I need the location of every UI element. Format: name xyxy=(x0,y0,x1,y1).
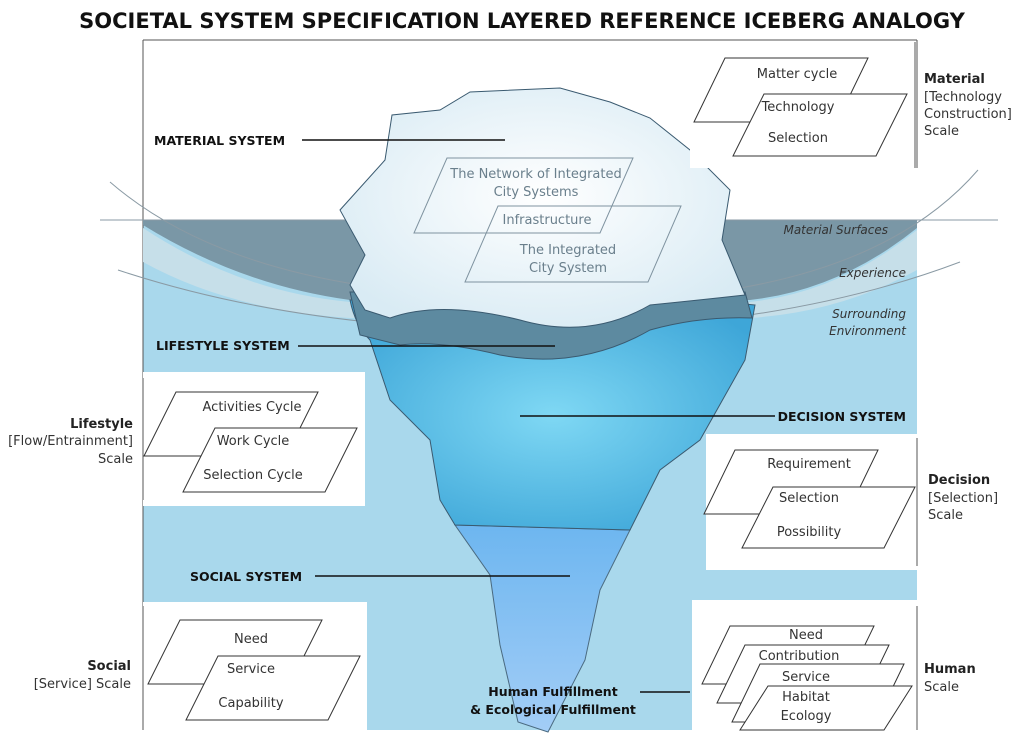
social-scale-panel: Need Service Capability xyxy=(142,602,367,730)
layer-material-surfaces: Material Surfaces xyxy=(783,223,888,237)
decision-system-label: DECISION SYSTEM xyxy=(778,409,906,424)
layer-experience: Experience xyxy=(839,266,906,280)
social-system-label: SOCIAL SYSTEM xyxy=(190,569,302,584)
social-plane-3: Capability xyxy=(218,696,283,711)
decision-scale-title: Decision xyxy=(928,473,990,488)
plane-network-label-2: City Systems xyxy=(494,185,579,200)
social-scale-line-1: [Service] Scale xyxy=(34,677,131,692)
human-plane-1: Need xyxy=(789,628,823,643)
material-plane-2: Technology xyxy=(761,100,835,115)
material-plane-1: Matter cycle xyxy=(757,67,837,82)
human-plane-5: Ecology xyxy=(781,709,832,724)
lifestyle-scale-line-2: Scale xyxy=(98,452,133,467)
plane-integrated-label-1: The Integrated xyxy=(519,243,616,258)
lifestyle-plane-2: Work Cycle xyxy=(217,434,290,449)
fulfillment-label-1: Human Fulfillment xyxy=(488,684,617,699)
decision-scale-line-2: Scale xyxy=(928,508,963,523)
human-scale-line-1: Scale xyxy=(924,680,959,695)
decision-plane-3: Possibility xyxy=(777,525,842,540)
plane-integrated-label-2: City System xyxy=(529,261,607,276)
plane-network xyxy=(413,157,634,234)
decision-scale-panel: Requirement Selection Possibility xyxy=(703,434,918,570)
social-plane-1: Need xyxy=(234,632,268,647)
material-scale-line-2: Construction] xyxy=(924,107,1012,122)
fulfillment-label-2: & Ecological Fulfillment xyxy=(470,702,636,717)
layer-surrounding-2: Environment xyxy=(829,324,907,338)
material-scale-line-3: Scale xyxy=(924,124,959,139)
material-scale-title: Material xyxy=(924,72,985,87)
lifestyle-scale-panel: Activities Cycle Work Cycle Selection Cy… xyxy=(142,372,365,506)
material-surface-curve xyxy=(109,181,361,286)
lifestyle-plane-3: Selection Cycle xyxy=(203,468,303,483)
lifestyle-system-label: LIFESTYLE SYSTEM xyxy=(156,338,290,353)
human-plane-2: Contribution xyxy=(759,649,840,664)
human-scale-panel: Need Contribution Service Habitat Ecolog… xyxy=(692,600,918,731)
diagram-title: SOCIETAL SYSTEM SPECIFICATION LAYERED RE… xyxy=(79,9,965,33)
lifestyle-scale-title: Lifestyle xyxy=(70,417,133,432)
decision-plane-2: Selection xyxy=(779,491,839,506)
lifestyle-plane-1: Activities Cycle xyxy=(203,400,302,415)
material-scale-panel: Matter cycle Technology Selection xyxy=(690,42,916,168)
plane-network-label-1: The Network of Integrated xyxy=(449,167,621,182)
human-plane-3: Service xyxy=(782,670,830,685)
layer-surrounding-1: Surrounding xyxy=(832,307,906,321)
material-scale-line-1: [Technology xyxy=(924,90,1002,105)
material-plane-3: Selection xyxy=(768,131,828,146)
decision-plane-1: Requirement xyxy=(767,457,851,472)
decision-scale-line-1: [Selection] xyxy=(928,491,998,506)
material-surface-curve-right xyxy=(739,169,979,289)
lifestyle-scale-line-1: [Flow/Entrainment] xyxy=(8,434,133,449)
human-scale-title: Human xyxy=(924,662,976,677)
social-plane-2: Service xyxy=(227,662,275,677)
plane-infrastructure-label: Infrastructure xyxy=(503,213,592,228)
social-scale-title: Social xyxy=(87,659,131,674)
human-plane-4: Habitat xyxy=(782,690,830,705)
material-system-label: MATERIAL SYSTEM xyxy=(154,133,285,148)
plane-integrated-city xyxy=(464,205,682,283)
iceberg-material-section xyxy=(339,87,746,328)
